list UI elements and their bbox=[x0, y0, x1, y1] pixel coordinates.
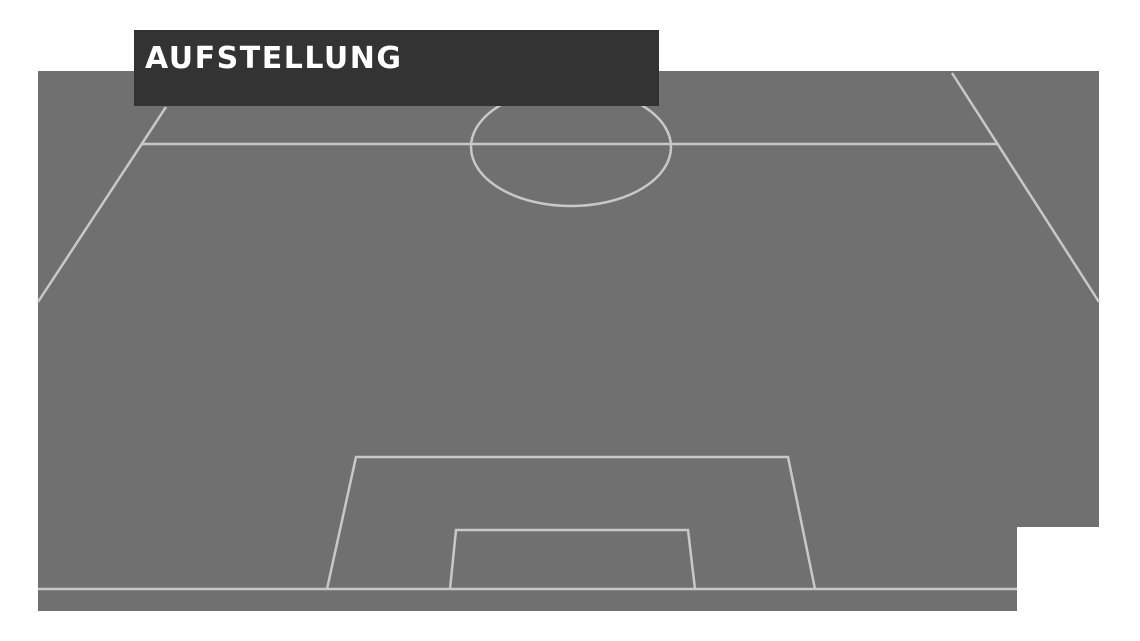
left-touchline bbox=[36, 106, 168, 303]
pitch-surface bbox=[38, 71, 1099, 611]
penalty-area bbox=[325, 455, 817, 590]
goal-area bbox=[448, 528, 697, 590]
title-banner: AUFSTELLUNG bbox=[134, 30, 659, 106]
page-title: AUFSTELLUNG bbox=[145, 41, 403, 76]
right-touchline bbox=[950, 72, 1101, 303]
